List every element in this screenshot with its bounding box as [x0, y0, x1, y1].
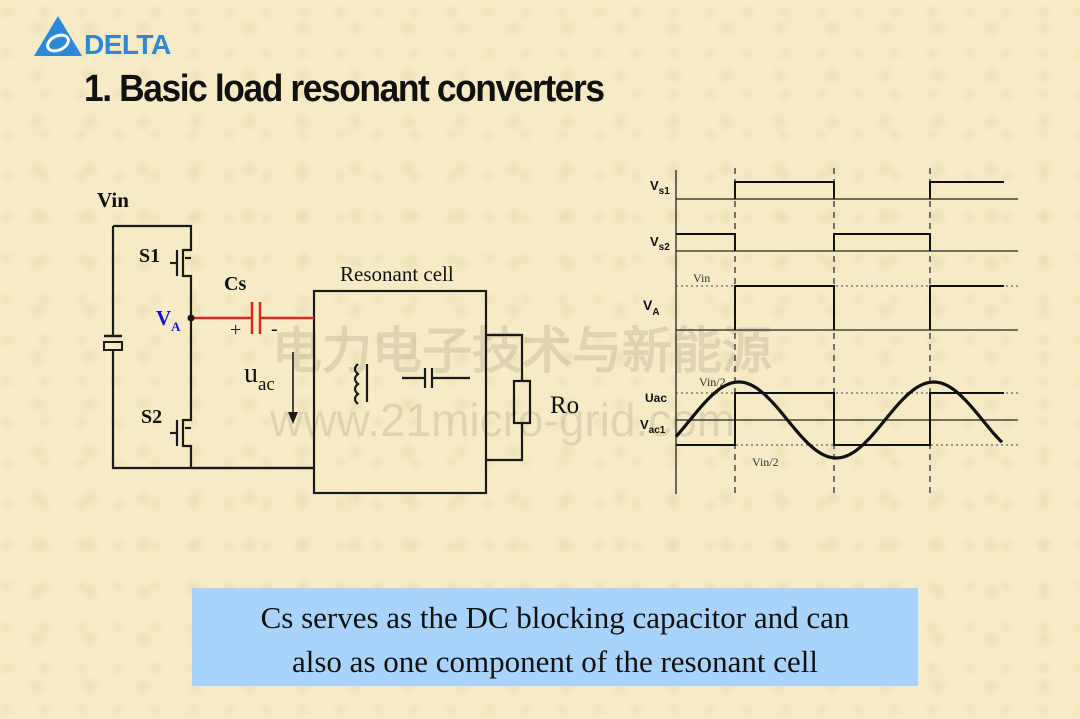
resonant-capacitor-symbol [402, 368, 470, 388]
uac-arrow-head [288, 412, 298, 424]
caption-line-1: Cs serves as the DC blocking capacitor a… [260, 600, 850, 635]
vin-label: Vin [97, 188, 129, 212]
load-wire [486, 333, 524, 462]
vin-half-bottom-label: Vin/2 [752, 455, 779, 469]
vac1-wave-label: Vac1 [640, 417, 666, 436]
vs2-waveform [676, 233, 931, 251]
cs-plus-label: + [230, 319, 241, 341]
va-label: VA [156, 306, 181, 334]
va-node-dot [187, 314, 195, 322]
va-wave-label: VA [643, 297, 660, 318]
vin-level-label: Vin [693, 271, 710, 285]
va-waveform [734, 285, 1004, 330]
delta-logo: DELTA [34, 16, 171, 60]
resonant-cell-label: Resonant cell [340, 262, 454, 286]
vin-source-plate-2 [103, 341, 123, 351]
input-wire-top [113, 224, 193, 242]
vin-half-top-label: Vin/2 [699, 375, 726, 389]
page-title: 1. Basic load resonant converters [84, 68, 605, 110]
logo-text: DELTA [84, 29, 171, 60]
resonant-cell-box [312, 289, 488, 495]
waveform-panel [674, 168, 1018, 496]
vac1-waveform [674, 380, 1004, 460]
vs1-waveform [734, 181, 1004, 199]
cs-minus-label: - [271, 318, 278, 340]
vs1-label: Vs1 [650, 178, 670, 197]
uac-label: uac [244, 358, 275, 395]
switch-s1 [170, 242, 193, 318]
ro-label: Ro [550, 392, 579, 419]
half-bridge-circuit [103, 224, 532, 495]
watermark: 电力电子技术与新能源 www.21micro-grid.com [269, 322, 772, 446]
waveform-baselines [676, 198, 1018, 421]
caption-line-2: also as one component of the resonant ce… [292, 644, 818, 679]
s2-label: S2 [141, 406, 162, 428]
switch-s2 [170, 318, 193, 468]
vs2-label: Vs2 [650, 234, 670, 253]
logo-swirl-icon [46, 33, 70, 53]
load-resistor-ro [512, 379, 532, 425]
s1-label: S1 [139, 245, 160, 267]
uac-waveform [676, 392, 1004, 446]
inductor-symbol [353, 363, 369, 405]
uac-wave-label: Uac [645, 391, 667, 405]
cs-branch [191, 302, 314, 334]
watermark-url: www.21micro-grid.com [269, 394, 735, 446]
cs-label: Cs [224, 273, 246, 295]
caption-box: Cs serves as the DC blocking capacitor a… [192, 588, 918, 686]
